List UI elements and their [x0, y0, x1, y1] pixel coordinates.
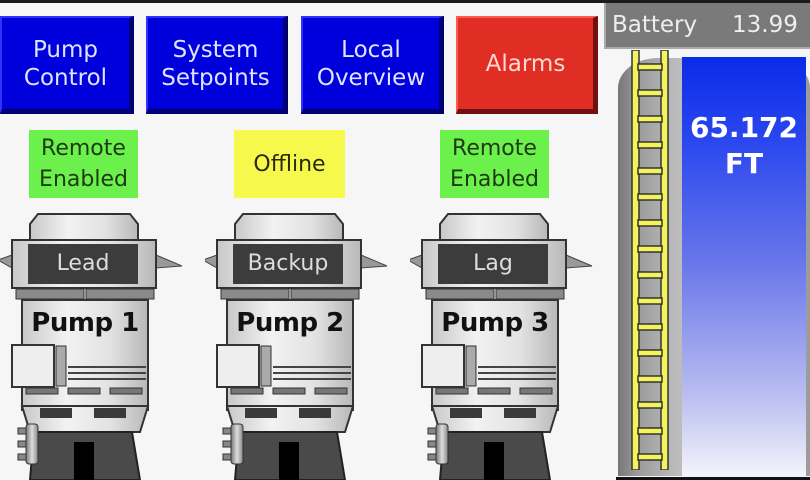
- local-overview-label: Local Overview: [316, 36, 426, 91]
- ladder-rung: [637, 271, 663, 279]
- alarms-label: Alarms: [485, 50, 566, 77]
- ladder-rung: [637, 349, 663, 357]
- ladder-rung: [637, 115, 663, 123]
- tank-level-unit: FT: [724, 147, 764, 180]
- pump-3-mode: Lag: [473, 250, 513, 276]
- pump-control-label: Pump Control: [23, 36, 108, 91]
- battery-label: Battery: [612, 12, 698, 38]
- pump-2-name: Pump 2: [236, 308, 344, 338]
- ladder-rung: [637, 245, 663, 253]
- tank-level-value: 65.172: [689, 111, 799, 144]
- ladder-rung: [637, 219, 663, 227]
- pump-3-name: Pump 3: [441, 308, 549, 338]
- ladder-rung: [637, 401, 663, 409]
- pump-1-status-text: Remote Enabled: [39, 136, 128, 192]
- system-setpoints-button[interactable]: System Setpoints: [146, 16, 288, 114]
- ladder-rung: [637, 193, 663, 201]
- pump-2[interactable]: Backup Pump 2: [205, 210, 405, 480]
- pump-1-mode: Lead: [56, 250, 110, 276]
- tank-level-gauge: 65.172 FT: [616, 50, 810, 480]
- pump-control-button[interactable]: Pump Control: [0, 16, 134, 114]
- battery-value: 13.99: [732, 12, 798, 38]
- pump-3-status-text: Remote Enabled: [450, 136, 539, 192]
- alarms-button[interactable]: Alarms: [456, 16, 598, 114]
- ladder-rung: [637, 167, 663, 175]
- system-setpoints-label: System Setpoints: [161, 36, 270, 91]
- ladder-rung: [637, 89, 663, 97]
- tank-level-readout: 65.172 FT: [682, 110, 806, 182]
- pump-3[interactable]: Lag Pump 3: [410, 210, 610, 480]
- tank-base: [616, 477, 810, 480]
- battery-readout: Battery 13.99: [604, 3, 810, 49]
- pump-1[interactable]: Lead Pump 1: [0, 210, 200, 480]
- ladder-rung: [637, 427, 663, 435]
- ladder-rung: [637, 323, 663, 331]
- pump-2-status-badge: Offline: [234, 130, 345, 198]
- ladder-icon: [631, 50, 669, 470]
- pump-3-status-badge: Remote Enabled: [440, 130, 549, 198]
- pump-2-status-text: Offline: [253, 151, 326, 177]
- local-overview-button[interactable]: Local Overview: [301, 16, 444, 114]
- top-border: [0, 0, 810, 3]
- ladder-rung: [637, 375, 663, 383]
- pump-1-name: Pump 1: [31, 308, 139, 338]
- ladder-rung: [637, 141, 663, 149]
- ladder-rung: [637, 297, 663, 305]
- pump-2-mode: Backup: [247, 250, 329, 276]
- ladder-rung: [637, 453, 663, 461]
- pump-1-status-badge: Remote Enabled: [29, 130, 138, 198]
- tank-fill: [682, 57, 806, 477]
- ladder-rung: [637, 63, 663, 71]
